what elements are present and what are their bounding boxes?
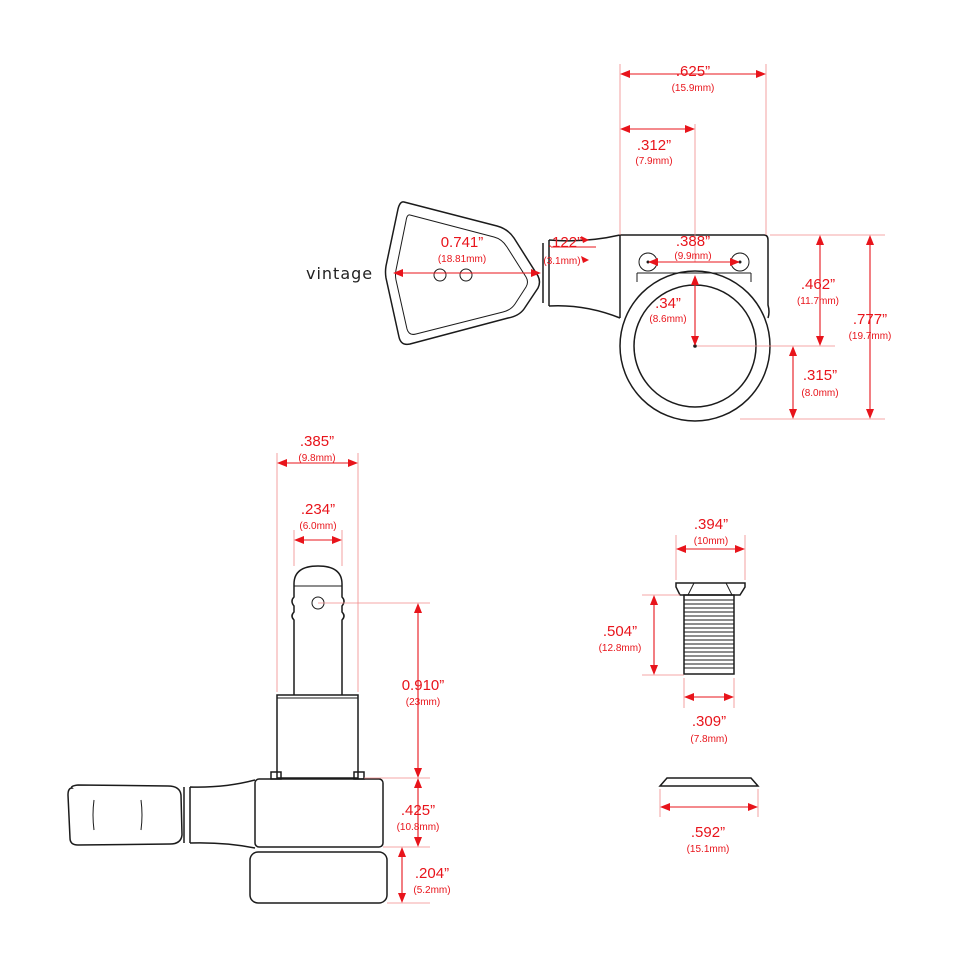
button-hole-left [433,268,447,282]
shaft-value: .122” [548,234,582,251]
top-view-dimension-lines [403,73,871,411]
side-view-dimension-lines [285,462,419,895]
top-view-extension-lines [619,64,885,420]
bushing-arrowheads [650,545,745,701]
half-width-value: .312” [637,137,671,154]
washer-extension-lines [659,789,759,817]
washer-outline [658,777,760,787]
bushing-thread-diameter-metric: (7.8mm) [690,734,727,745]
bushing-dimension-labels: .394” (10mm) .504” (12.8mm) .309” (7.8mm… [599,516,729,745]
washer-diameter-metric: (15.1mm) [687,844,730,855]
bushing-threads [684,599,734,669]
housing-width-metric: (15.9mm) [672,83,715,94]
side-gear-cover [249,851,388,904]
button-width-value: 0.741” [441,234,484,251]
washer-view: .592” (15.1mm) [658,777,760,855]
lower-height-metric: (8.0mm) [801,388,838,399]
base-height-value: .204” [415,865,449,882]
side-housing [249,771,388,904]
top-view-arrowheads [393,70,874,419]
screw-spacing-value: .388” [676,233,710,250]
bushing-thread-diameter-value: .309” [692,713,726,730]
button-hole-right [459,268,473,282]
body-height-metric: (10.8mm) [397,822,440,833]
total-height-metric: (19.7mm) [849,331,892,342]
side-shaft-button [67,779,256,849]
button-width-metric: (18.81mm) [438,254,486,265]
post-width-value: .385” [300,433,334,450]
bushing-extension-lines [642,535,746,708]
bushing-view: .394” (10mm) .504” (12.8mm) .309” (7.8mm… [599,516,746,745]
tuner-shaft [542,234,621,319]
top-view-dimension-labels: .625” (15.9mm) .312” (7.9mm) .388” (9.9m… [438,63,892,399]
housing-width-value: .625” [676,63,710,80]
side-view-arrowheads [277,459,422,903]
bushing-length-value: .504” [603,623,637,640]
screw-spacing-metric: (9.9mm) [674,251,711,262]
upper-height-value: .462” [801,276,835,293]
vintage-button-outline [384,201,541,346]
bushing-length-metric: (12.8mm) [599,643,642,654]
vintage-label: vintage [306,264,373,283]
bushing-head-width-metric: (10mm) [694,536,728,547]
body-height-value: .425” [401,802,435,819]
upper-height-metric: (11.7mm) [797,296,839,307]
center-offset-metric: (8.6mm) [649,314,686,325]
bushing-outline [675,582,746,675]
shaft-metric: (3.1mm) [543,256,580,267]
top-view: vintage .625” (15.9mm) .312” (7.9mm) .38… [306,63,892,422]
lower-height-value: .315” [803,367,837,384]
base-height-metric: (5.2mm) [413,885,450,896]
washer-diameter-value: .592” [691,824,725,841]
side-view-extension-lines [276,453,430,904]
post-height-metric: (23mm) [406,697,440,708]
post-base-block [276,694,359,779]
post-width-metric: (9.8mm) [298,453,335,464]
post-diameter-metric: (6.0mm) [299,521,336,532]
post-outline [291,565,345,695]
bushing-head-width-value: .394” [694,516,728,533]
post-height-value: 0.910” [402,677,445,694]
post-diameter-value: .234” [301,501,335,518]
side-view: .385” (9.8mm) .234” (6.0mm) 0.910” (23mm… [67,433,451,904]
total-height-value: .777” [853,311,887,328]
washer-arrowheads [660,803,758,811]
half-width-metric: (7.9mm) [635,156,672,167]
center-offset-value: .34” [655,295,681,312]
side-view-dimension-labels: .385” (9.8mm) .234” (6.0mm) 0.910” (23mm… [298,433,450,896]
bushing-dimension-lines [653,548,737,698]
